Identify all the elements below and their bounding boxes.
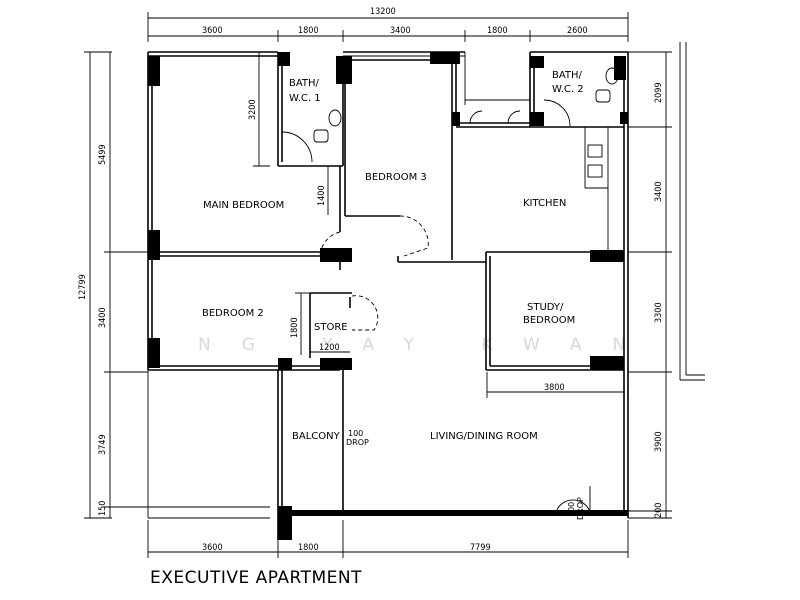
room-label-bath1-sub: W.C. 1 bbox=[289, 93, 321, 104]
drop-note-living: 100 bbox=[567, 502, 576, 517]
dim-right-1: 2099 bbox=[654, 82, 664, 103]
room-label-main-bedroom: MAIN BEDROOM bbox=[203, 200, 284, 211]
dim-right-5: 200 bbox=[654, 503, 664, 518]
watermark: NG YAY KWAN bbox=[198, 335, 656, 355]
dim-left-3: 3749 bbox=[98, 434, 108, 455]
dim-top-1: 3600 bbox=[202, 26, 223, 36]
dim-left-1: 5499 bbox=[98, 144, 108, 165]
room-label-study: STUDY/ bbox=[527, 302, 564, 313]
columns bbox=[148, 52, 628, 540]
dim-top-2: 1800 bbox=[298, 26, 319, 36]
room-label-bedroom3: BEDROOM 3 bbox=[365, 172, 427, 183]
dim-right-2: 3400 bbox=[654, 181, 664, 202]
dim-bottom-2: 1800 bbox=[298, 543, 319, 553]
room-label-balcony: BALCONY bbox=[292, 431, 341, 442]
room-label-bath2: BATH/ bbox=[552, 70, 583, 81]
room-label-bedroom2: BEDROOM 2 bbox=[202, 308, 264, 319]
dim-store-width: 1200 bbox=[319, 343, 340, 353]
room-label-bath1: BATH/ bbox=[289, 78, 320, 89]
dim-left-4: 150 bbox=[98, 501, 108, 516]
drop-note-living-sub: DROP bbox=[576, 497, 585, 520]
dimension-lines bbox=[84, 12, 672, 558]
drop-note-balcony: 100 bbox=[348, 429, 363, 438]
dim-right-4: 3900 bbox=[654, 431, 664, 452]
room-label-bath2-sub: W.C. 2 bbox=[552, 84, 584, 95]
doors bbox=[281, 99, 591, 513]
dim-bed3-depth: 1400 bbox=[317, 185, 327, 206]
dim-main-bed-depth: 3200 bbox=[248, 99, 258, 120]
dim-right-3: 3300 bbox=[654, 302, 664, 323]
dim-store-depth: 1800 bbox=[290, 317, 300, 338]
dim-top-overall: 13200 bbox=[370, 7, 396, 17]
fixtures bbox=[313, 67, 619, 178]
plan-title: EXECUTIVE APARTMENT bbox=[150, 568, 362, 588]
dim-left-2: 3400 bbox=[98, 307, 108, 328]
room-label-store: STORE bbox=[314, 322, 348, 333]
dim-study-width: 3800 bbox=[544, 383, 565, 393]
dim-top-5: 2600 bbox=[567, 26, 588, 36]
room-label-kitchen: KITCHEN bbox=[523, 198, 566, 209]
drop-note-balcony-sub: DROP bbox=[346, 438, 369, 447]
room-label-study-sub: BEDROOM bbox=[523, 315, 575, 326]
dim-top-4: 1800 bbox=[487, 26, 508, 36]
dim-left-overall: 12799 bbox=[78, 274, 88, 300]
dimension-labels: 13200 3600 1800 3400 1800 2600 3600 1800… bbox=[78, 7, 664, 553]
room-label-living: LIVING/DINING ROOM bbox=[430, 431, 538, 442]
dim-top-3: 3400 bbox=[390, 26, 411, 36]
dim-bottom-1: 3600 bbox=[202, 543, 223, 553]
dim-bottom-3: 7799 bbox=[470, 543, 491, 553]
